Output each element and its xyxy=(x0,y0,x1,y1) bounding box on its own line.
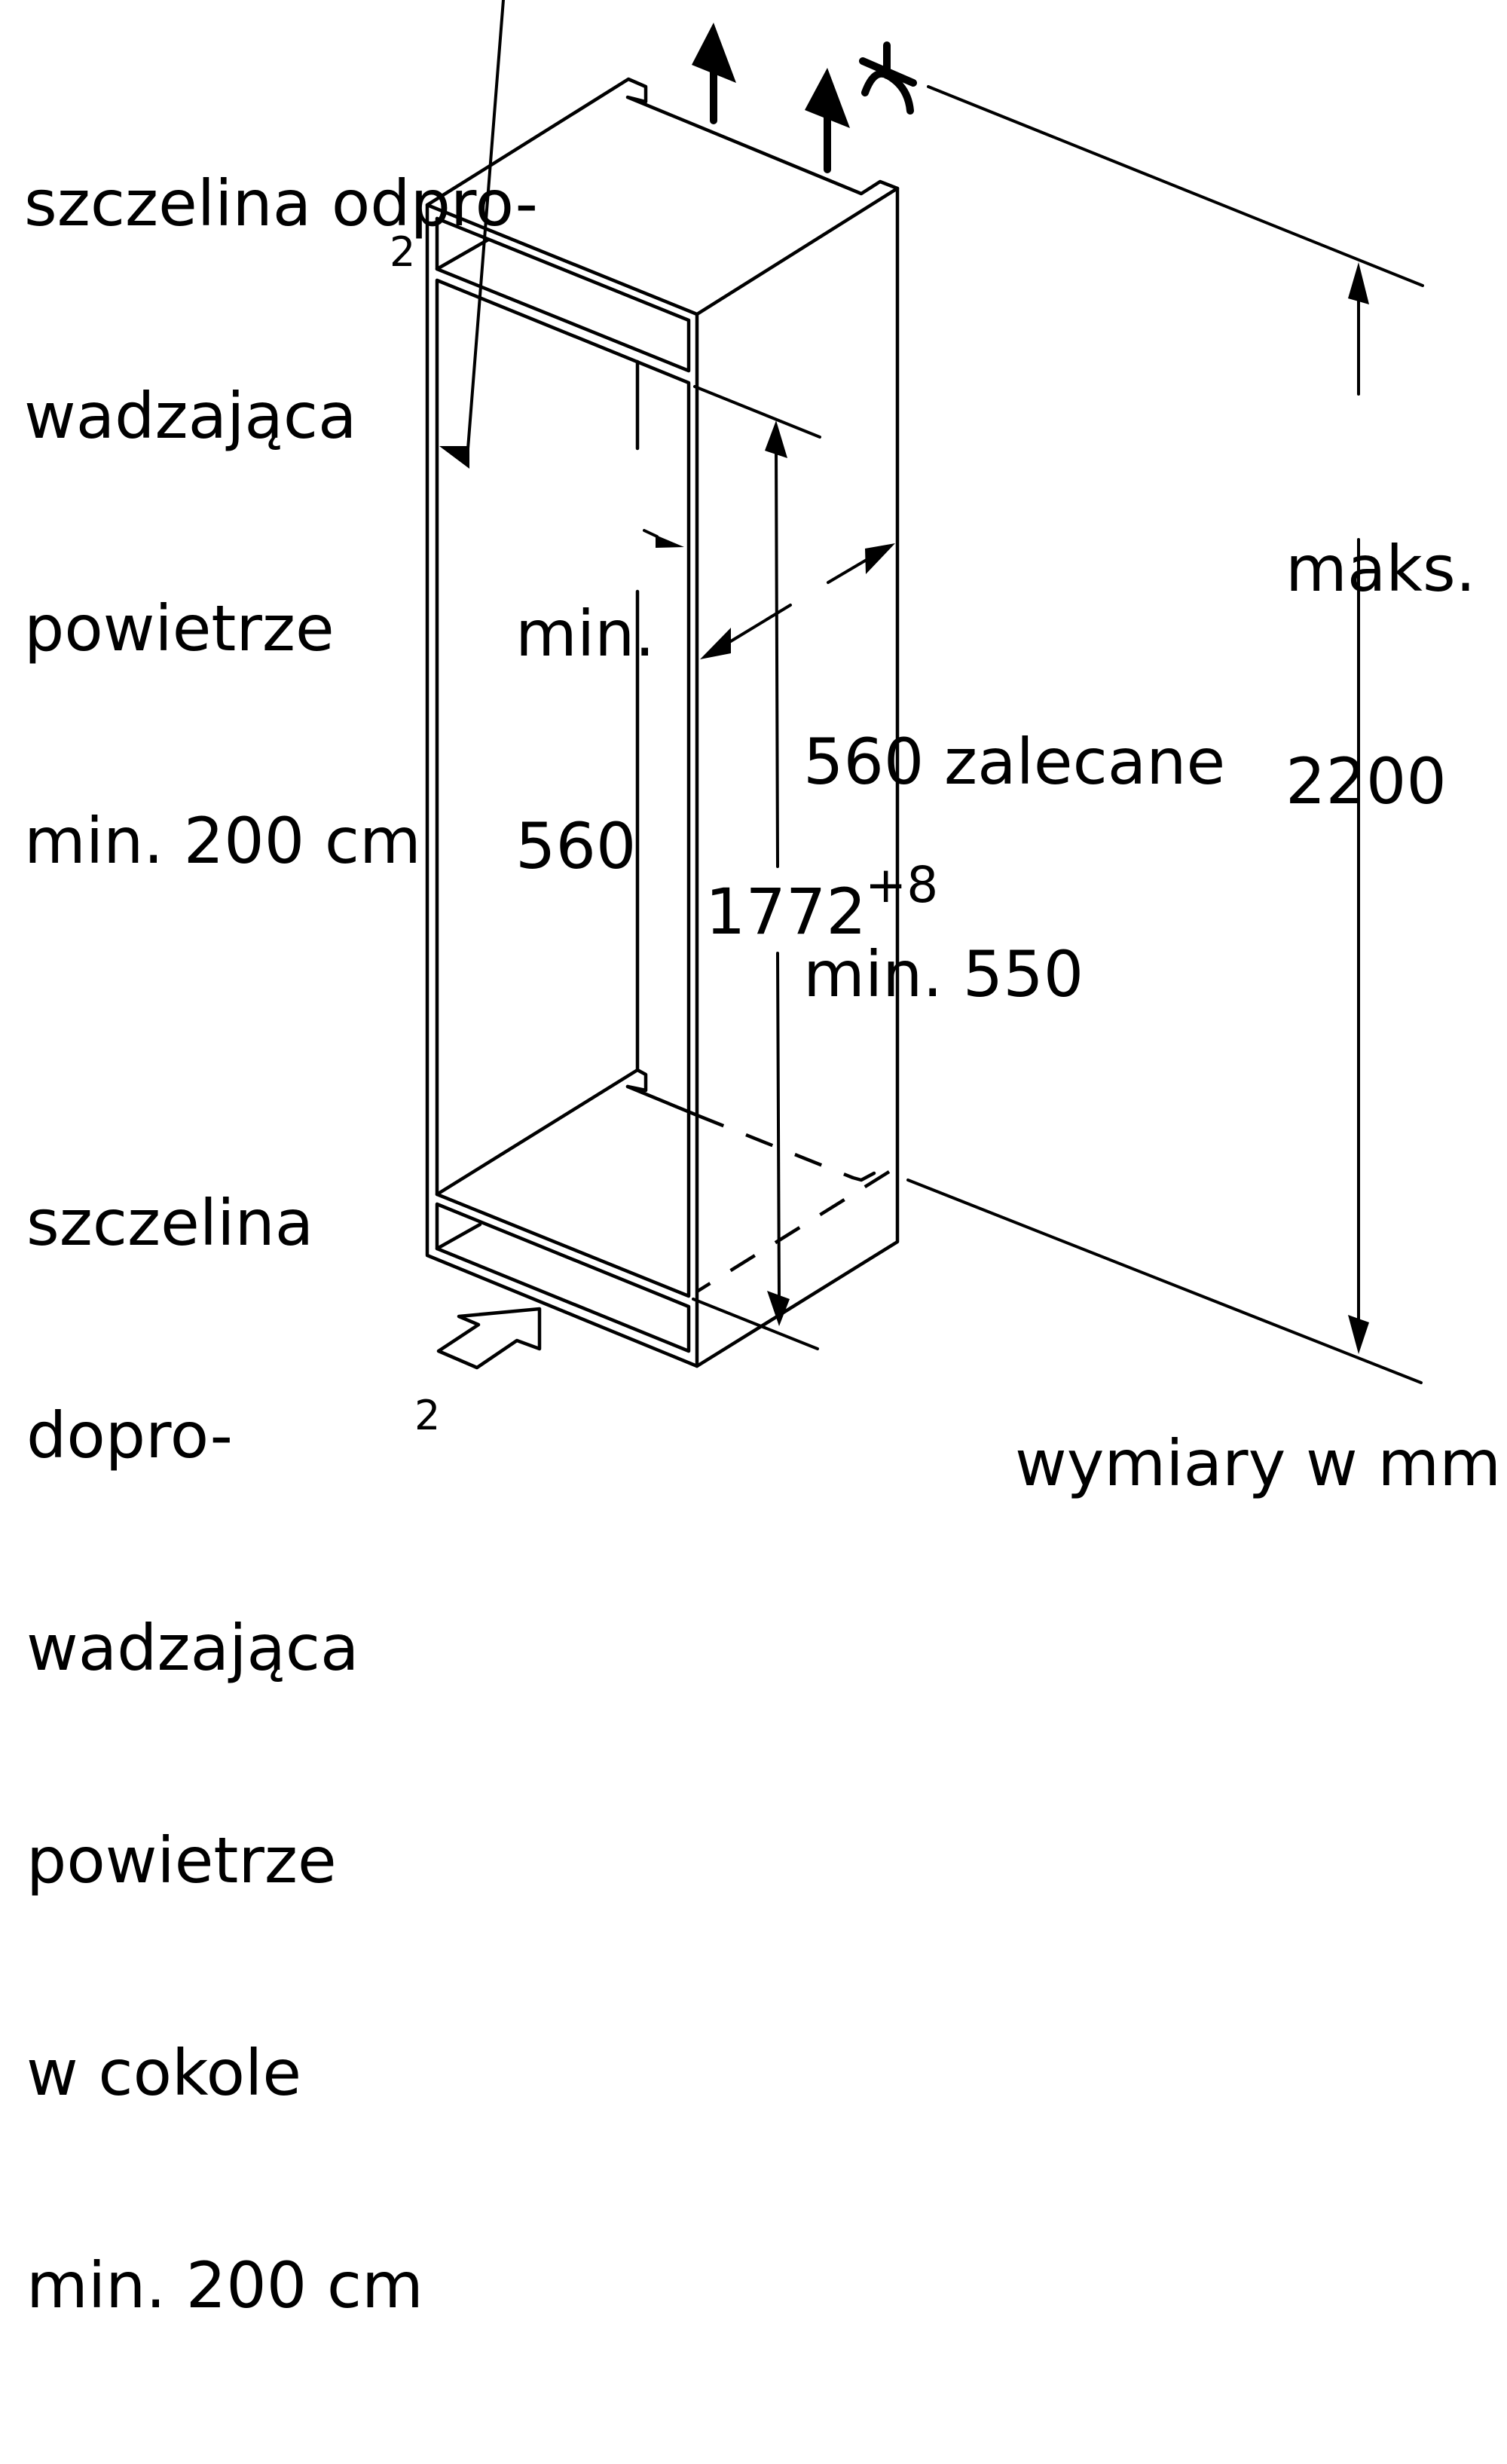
exhaust-superscript: 2 xyxy=(390,228,416,276)
installation-diagram: szczelina odpro- wadzająca powietrze min… xyxy=(24,0,1502,2321)
exhaust-label-line: szczelina odpro- xyxy=(24,167,538,240)
inner-width-line2: 560 xyxy=(515,809,637,883)
cabinet-drawing xyxy=(425,0,1424,1384)
inner-width-dimension xyxy=(439,0,684,548)
extension-line xyxy=(692,1298,819,1350)
inner-width-line1: min. xyxy=(515,597,656,671)
niche-height-label: 1772 xyxy=(705,875,867,949)
hidden-edges xyxy=(695,1113,891,1293)
units-note: wymiary w mm xyxy=(1015,1426,1502,1500)
cabinet-outline xyxy=(425,77,900,1368)
intake-label-line: w cokole xyxy=(26,2036,302,2110)
hinge-icon xyxy=(859,41,917,115)
depth-label: 560 zalecane min. 550 xyxy=(803,585,1225,1151)
max-height-line2: 2200 xyxy=(1285,744,1447,818)
niche-height-dimension xyxy=(765,420,899,1326)
inner-width-label: min. 560 xyxy=(515,457,655,1023)
exhaust-label-line: powietrze xyxy=(24,592,335,665)
intake-label-line: szczelina xyxy=(26,1186,314,1260)
extension-line xyxy=(693,385,821,439)
intake-slot-label: szczelina dopro- wadzająca powietrze w c… xyxy=(26,1046,423,2462)
intake-label-line: min. 200 cm xyxy=(26,2248,423,2322)
max-height-dimension xyxy=(1348,262,1369,1354)
extension-line-top xyxy=(927,85,1424,287)
niche-height-tolerance: +8 xyxy=(865,856,939,914)
depth-dimension xyxy=(700,543,895,659)
arrow-up-icon xyxy=(805,68,850,173)
max-height-line1: maks. xyxy=(1285,532,1476,606)
exhaust-label-line: wadzająca xyxy=(24,379,357,453)
intake-superscript: 2 xyxy=(414,1392,441,1439)
intake-label-line: powietrze xyxy=(26,1824,337,1897)
intake-label-line: dopro- xyxy=(26,1399,233,1472)
exhaust-slot-label: szczelina odpro- wadzająca powietrze min… xyxy=(24,26,538,1018)
max-height-label: maks. 2200 xyxy=(1285,392,1475,958)
arrow-up-icon xyxy=(692,23,736,124)
extension-line-bottom xyxy=(906,1179,1423,1384)
depth-line1: 560 zalecane xyxy=(803,725,1226,799)
exhaust-label-line: min. 200 cm xyxy=(24,804,421,878)
intake-label-line: wadzająca xyxy=(26,1611,359,1685)
depth-line2: min. 550 xyxy=(803,937,1084,1011)
arrow-in-icon xyxy=(436,1307,542,1370)
